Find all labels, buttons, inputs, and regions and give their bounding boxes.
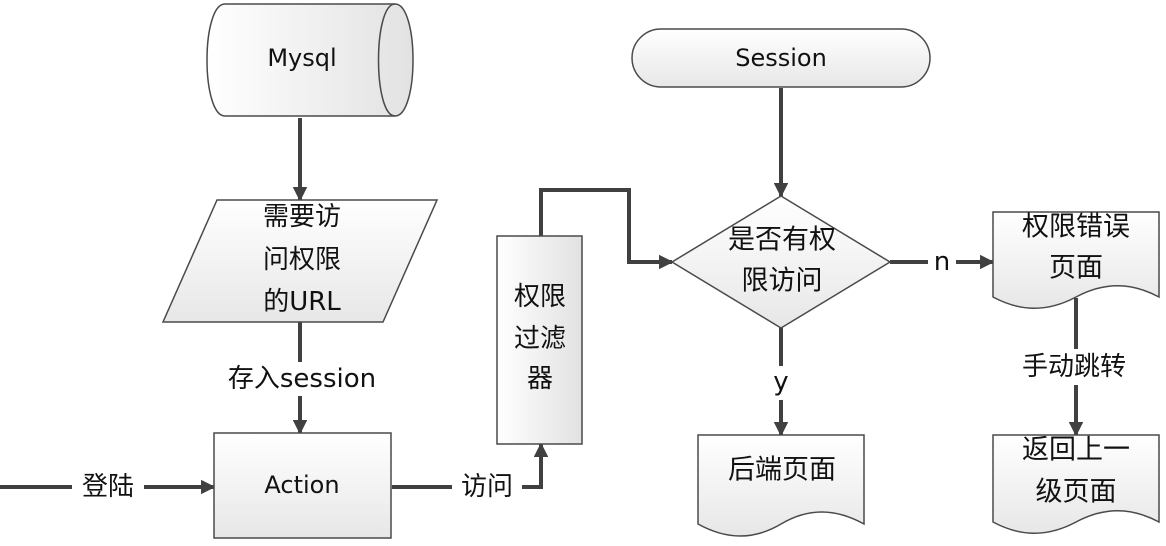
filter-label-line-1: 权限 <box>514 282 566 312</box>
return-label-line-1: 返回上一 <box>1022 435 1130 466</box>
check-label-line-1: 是否有权 <box>728 225 836 256</box>
edge-filter-to-check <box>539 188 674 270</box>
error-label-line-1: 权限错误 <box>1022 212 1130 243</box>
url-label-line-3: 的URL <box>263 287 341 317</box>
action-node: Action <box>213 432 392 539</box>
edge-label-yes: y <box>773 367 788 397</box>
error-page-node: 权限错误 页面 <box>992 211 1160 309</box>
edge-label-store-session: 存入session <box>228 364 376 394</box>
session-node: Session <box>631 28 931 88</box>
session-label: Session <box>735 44 827 72</box>
error-label-line-2: 页面 <box>1049 253 1103 284</box>
backend-page-node: 后端页面 <box>697 434 865 537</box>
permission-check-node: 是否有权 限访问 <box>670 195 892 329</box>
return-label-line-2: 级页面 <box>1036 477 1117 508</box>
backend-label: 后端页面 <box>728 455 836 486</box>
url-label-line-2: 问权限 <box>263 245 341 275</box>
mysql-label: Mysql <box>267 44 336 72</box>
url-node: 需要访 问权限 的URL <box>161 199 439 323</box>
edge-label-manual-jump: 手动跳转 <box>1022 352 1126 382</box>
action-label: Action <box>264 471 339 499</box>
edge-label-no: n <box>934 247 950 277</box>
edge-action-to-filter <box>392 442 549 489</box>
edge-label-visit: 访问 <box>461 472 513 502</box>
url-label-line-1: 需要访 <box>263 202 341 232</box>
return-page-node: 返回上一 级页面 <box>992 434 1160 534</box>
filter-label-line-3: 器 <box>527 364 553 394</box>
mysql-node: Mysql <box>206 3 414 117</box>
filter-node: 权限 过滤 器 <box>496 235 583 445</box>
edge-label-login: 登陆 <box>82 472 134 502</box>
filter-label-line-2: 过滤 <box>514 324 566 354</box>
check-label-line-2: 限访问 <box>742 266 823 297</box>
